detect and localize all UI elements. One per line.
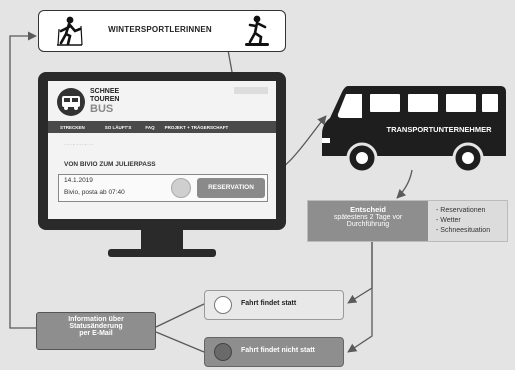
header-title: WINTERSPORTLERINNEN	[108, 25, 212, 34]
header-search-box[interactable]	[234, 87, 268, 94]
trip-date: 14.1.2019	[64, 177, 93, 184]
reservation-button[interactable]: RESERVATION	[197, 178, 265, 198]
bus-label: TRANSPORTUNTERNEHMER	[386, 125, 492, 134]
decision-title: Entscheid	[350, 205, 386, 214]
decision-box: Entscheid spätestens 2 Tage vor Durchfüh…	[307, 200, 508, 242]
nav-item-faq[interactable]: FAQ	[145, 124, 155, 130]
info-line-1: Information über	[68, 316, 124, 323]
criterion-weather: - Wetter	[436, 217, 461, 224]
skiers-box: WINTERSPORTLERINNEN	[38, 10, 286, 52]
outcome-no-label: Fahrt findet nicht statt	[241, 347, 315, 354]
arrow-info-to-header	[9, 31, 37, 329]
monitor-base	[108, 249, 216, 257]
info-box: Information über Statusänderung per E-Ma…	[36, 312, 156, 350]
status-filled-circle-icon	[214, 343, 232, 361]
status-open-circle-icon	[214, 296, 232, 314]
logo-line-1: SCHNEE	[90, 88, 120, 95]
nav-item-strecken[interactable]: STRECKEN	[60, 124, 85, 130]
decision-criteria: - Reservationen - Wetter - Schneesituati…	[436, 206, 490, 236]
route-title: VON BIVIO ZUM JULIERPASS	[64, 161, 156, 168]
decision-line-2: Durchführung	[346, 221, 390, 228]
bus-icon	[322, 86, 506, 174]
decision-main: Entscheid spätestens 2 Tage vor Durchfüh…	[308, 201, 428, 241]
nav-bar: STRECKEN SO LÄUFT'S FAQ PROJEKT + TRÄGER…	[48, 121, 276, 133]
logo-line-3: BUS	[90, 103, 114, 115]
status-circle	[171, 178, 191, 198]
outcome-trip-cancelled: Fahrt findet nicht statt	[204, 337, 344, 367]
website-screen: SCHNEE TOUREN BUS STRECKEN SO LÄUFT'S FA…	[48, 81, 276, 219]
ski-touring-icon	[57, 16, 83, 46]
info-line-2: Statusänderung	[69, 323, 123, 330]
info-line-3: per E-Mail	[79, 330, 113, 337]
line-no-to-info	[155, 331, 205, 353]
monitor-neck	[141, 230, 183, 250]
monitor: SCHNEE TOUREN BUS STRECKEN SO LÄUFT'S FA…	[38, 72, 286, 230]
arrow-bus-to-decision	[396, 169, 413, 199]
criterion-reservations: - Reservationen	[436, 207, 486, 214]
bus-logo-icon	[57, 88, 85, 116]
nav-item-projekt[interactable]: PROJEKT + TRÄGERSCHAFT	[164, 124, 229, 130]
outcome-yes-label: Fahrt findet statt	[241, 300, 297, 307]
outcome-trip-happens: Fahrt findet statt	[204, 290, 344, 320]
breadcrumb: ······ › ······ › ·····	[64, 142, 94, 147]
reservation-row: 14.1.2019 Bivio, posta ab 07:40 RESERVAT…	[58, 174, 268, 202]
snowboard-icon	[245, 15, 269, 46]
line-yes-to-info	[155, 303, 205, 328]
trip-departure: Bivio, posta ab 07:40	[64, 189, 125, 196]
nav-item-so-laeufts[interactable]: SO LÄUFT'S	[104, 124, 132, 130]
decision-line-1: spätestens 2 Tage vor	[333, 214, 403, 221]
arrow-decision-to-yes	[347, 240, 373, 304]
criterion-snow: - Schneesituation	[436, 227, 491, 234]
arrow-decision-to-no	[347, 240, 373, 353]
logo-line-2: TOUREN	[90, 96, 120, 103]
